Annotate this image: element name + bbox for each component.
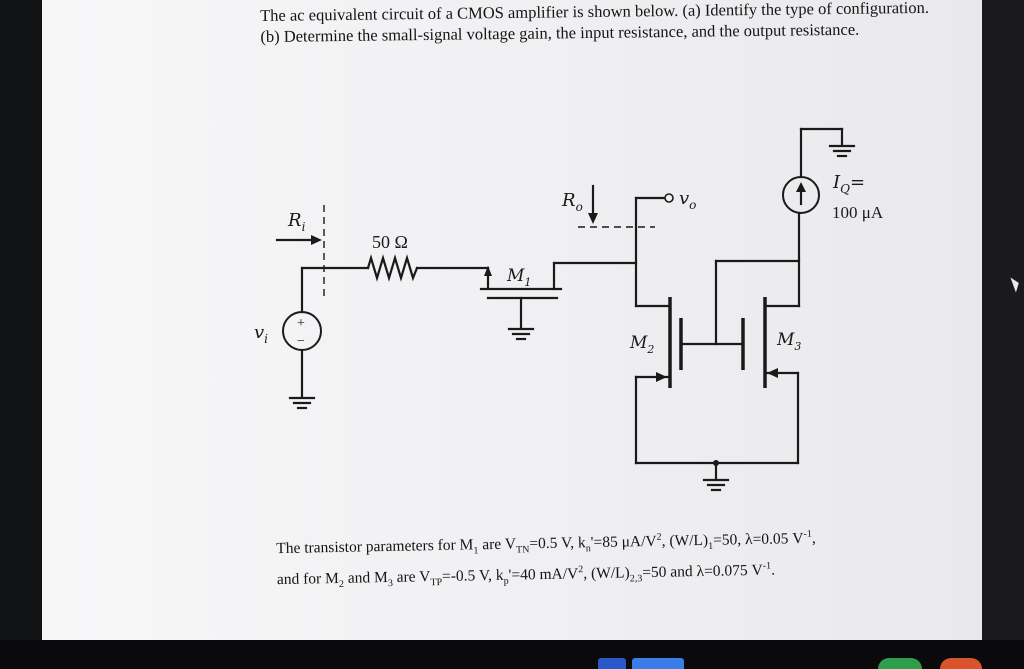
right-bezel bbox=[982, 0, 1024, 669]
iq-value: 100 μA bbox=[832, 203, 884, 222]
m3-source-arrow bbox=[767, 368, 778, 378]
iq-label: IQ= bbox=[832, 172, 865, 196]
ground-symbol-bottom bbox=[702, 478, 730, 492]
m2-source-arrow bbox=[656, 372, 667, 382]
ground-junction-dot bbox=[713, 460, 719, 466]
vo-label: vo bbox=[679, 188, 696, 212]
m1-source-arrow bbox=[484, 266, 492, 276]
resistor-50-ohm bbox=[366, 254, 419, 282]
taskbar-app-icon[interactable] bbox=[878, 658, 922, 669]
source-plus: + bbox=[297, 316, 305, 331]
m2-label: M2 bbox=[629, 333, 654, 356]
ro-arrowhead bbox=[588, 213, 598, 224]
source-label: vi bbox=[254, 322, 268, 346]
left-bezel bbox=[0, 0, 42, 669]
resistor-label: 50 Ω bbox=[372, 232, 408, 252]
ri-arrowhead bbox=[311, 235, 322, 245]
transistor-parameters: The transistor parameters for M1 are VTN… bbox=[276, 521, 957, 597]
taskbar-app-icon[interactable] bbox=[940, 658, 982, 669]
source-minus: − bbox=[297, 334, 305, 349]
ri-label: Ri bbox=[287, 210, 306, 234]
current-arrow-head bbox=[796, 182, 806, 192]
m1-label: M1 bbox=[506, 266, 531, 289]
taskbar-app-icon[interactable] bbox=[598, 658, 626, 669]
taskbar-app-icon[interactable] bbox=[632, 658, 684, 669]
output-terminal bbox=[664, 193, 674, 203]
ground-symbol-supply bbox=[828, 144, 856, 158]
ro-label: Ro bbox=[561, 190, 583, 214]
ground-symbol-m1-gate bbox=[507, 327, 535, 341]
taskbar bbox=[0, 640, 1024, 669]
m3-label: M3 bbox=[776, 330, 801, 353]
ground-symbol-source bbox=[288, 396, 316, 410]
paper-background bbox=[42, 0, 982, 640]
